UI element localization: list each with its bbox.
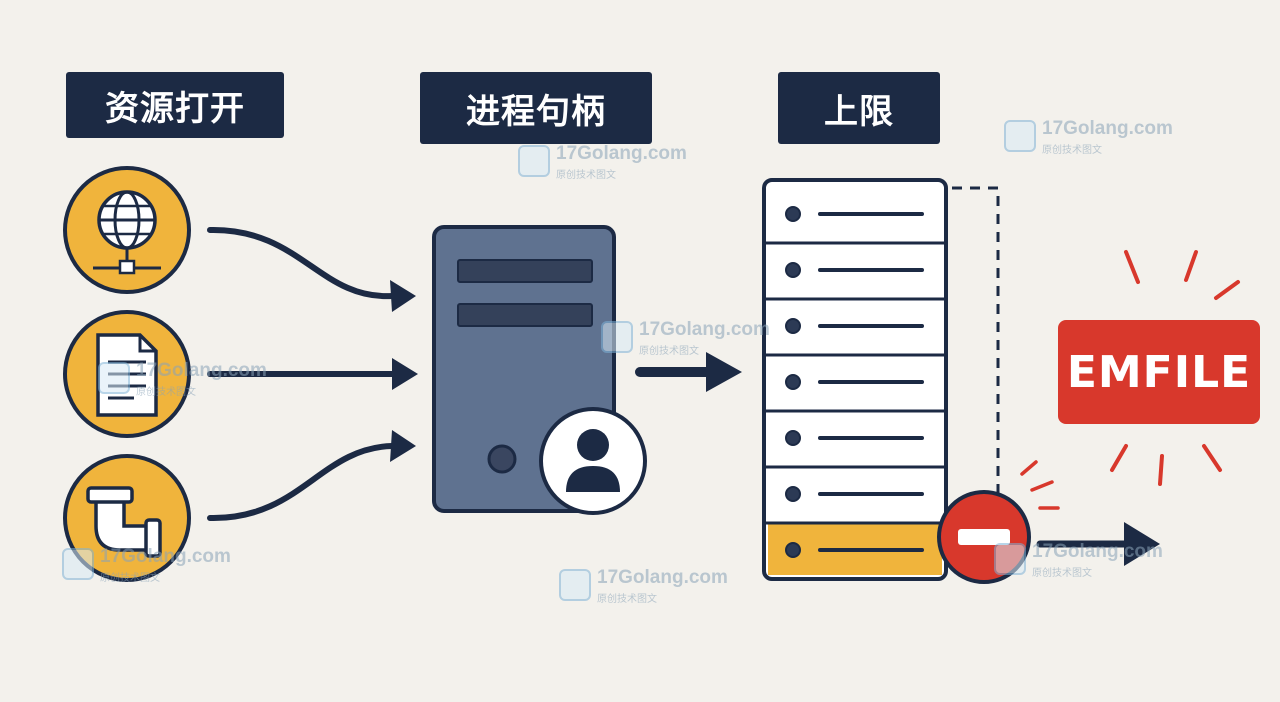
watermark-site: 17Golang.com [1032,541,1163,562]
watermark-tagline: 原创技术图文 [556,170,616,181]
watermark: 17Golang.com 原创技术图文 [994,541,1194,581]
watermark-site: 17Golang.com [136,360,267,381]
watermark-logo-icon [994,543,1026,575]
watermark: 17Golang.com 原创技术图文 [559,567,759,607]
process-handle-label: 进程句柄 [420,72,652,144]
watermark-tagline: 原创技术图文 [639,346,699,357]
fd-table-rack [762,178,948,581]
limit-dashed-line [952,186,1000,500]
user-icon [539,407,647,515]
resource-open-label: 资源打开 [66,72,284,138]
watermark-tagline: 原创技术图文 [1042,145,1102,156]
resource-arrows [207,226,398,522]
alert-sparks-small [1020,460,1060,510]
alert-sparks-large [1110,250,1240,486]
watermark-logo-icon [98,362,130,394]
pipe-resource-icon [63,454,191,582]
emfile-error-badge: EMFILE [1058,320,1260,424]
watermark-site: 17Golang.com [597,567,728,588]
watermark-logo-icon [1004,120,1036,152]
watermark-site: 17Golang.com [100,546,231,567]
watermark-tagline: 原创技术图文 [136,387,196,398]
watermark: 17Golang.com 原创技术图文 [98,360,298,400]
watermark: 17Golang.com 原创技术图文 [1004,118,1204,158]
watermark-site: 17Golang.com [1042,118,1173,139]
watermark-tagline: 原创技术图文 [1032,568,1092,579]
watermark-site: 17Golang.com [556,143,687,164]
watermark-site: 17Golang.com [639,319,770,340]
resource-arrowheads [390,280,418,462]
globe-resource-icon [63,166,191,294]
watermark: 17Golang.com 原创技术图文 [601,319,801,359]
watermark-logo-icon [559,569,591,601]
watermark-logo-icon [518,145,550,177]
watermark: 17Golang.com 原创技术图文 [518,143,718,183]
process-to-limit-arrow [635,352,742,392]
watermark-logo-icon [62,548,94,580]
limit-label: 上限 [778,72,940,144]
watermark-logo-icon [601,321,633,353]
error-arrow [1036,522,1160,566]
watermark: 17Golang.com 原创技术图文 [62,546,262,586]
watermark-tagline: 原创技术图文 [597,594,657,605]
watermark-tagline: 原创技术图文 [100,573,160,584]
